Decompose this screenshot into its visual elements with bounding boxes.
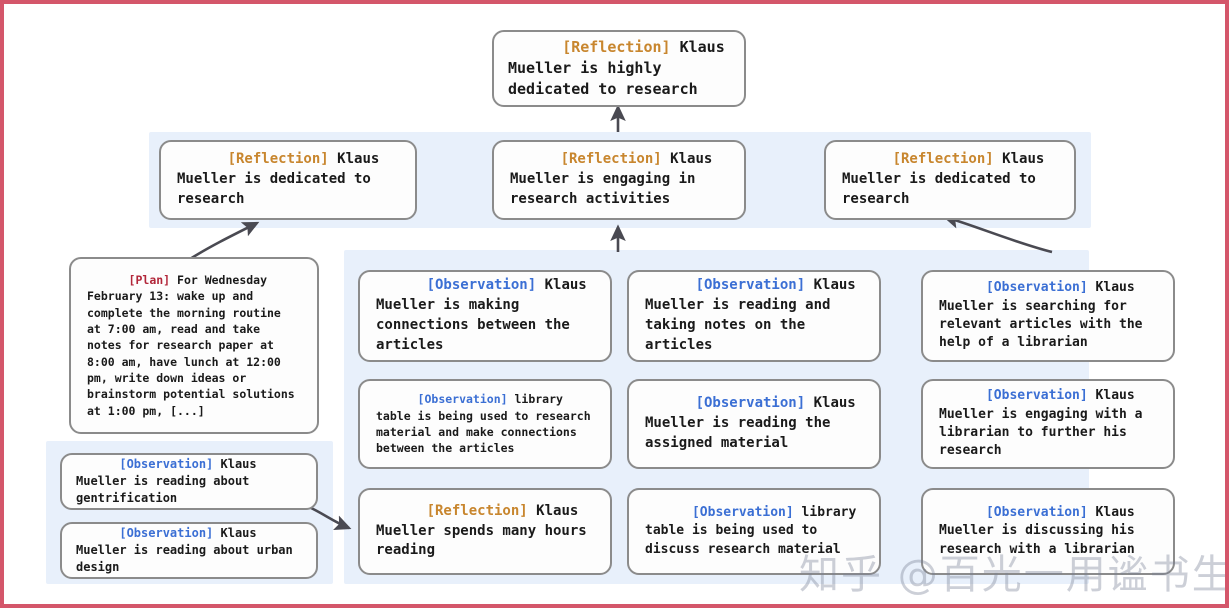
node-col1-reflection-hours-reading[interactable]: [Reflection] Klaus Mueller spends many h… <box>358 488 612 575</box>
tag-observation: [Observation] <box>695 395 806 412</box>
node-col3-observation-discussing-research[interactable]: [Observation] Klaus Mueller is discussin… <box>921 488 1175 575</box>
tag-observation: [Observation] <box>119 456 214 471</box>
node-col1-observation-library-table[interactable]: [Observation] library table is being use… <box>358 379 612 469</box>
tag-reflection: [Reflection] <box>426 502 528 519</box>
tag-reflection: [Reflection] <box>560 151 662 168</box>
node-col3-b-text: Klaus Mueller is engaging with a librari… <box>939 388 1151 459</box>
node-obs-gentrification-text: Klaus Mueller is reading about gentrific… <box>76 456 264 506</box>
tag-plan: [Plan] <box>128 273 171 288</box>
node-obs-urban-design-text: Klaus Mueller is reading about urban des… <box>76 525 300 575</box>
node-col3-a-text: Klaus Mueller is searching for relevant … <box>939 280 1151 351</box>
node-col1-a-text: Klaus Mueller is making connections betw… <box>376 277 596 353</box>
tag-observation: [Observation] <box>985 504 1088 520</box>
node-col2-observation-assigned-material[interactable]: [Observation] Klaus Mueller is reading t… <box>627 379 881 469</box>
node-reflection-mid-text: Klaus Mueller is engaging in research ac… <box>510 151 721 207</box>
node-reflection-right-text: Klaus Mueller is dedicated to research <box>842 151 1053 207</box>
tag-reflection: [Reflection] <box>562 37 671 56</box>
node-root-text: Klaus Mueller is highly dedicated to res… <box>508 37 734 99</box>
tag-observation: [Observation] <box>985 280 1088 296</box>
tag-observation: [Observation] <box>119 525 214 540</box>
tag-observation: [Observation] <box>691 504 794 520</box>
node-obs-gentrification[interactable]: [Observation] Klaus Mueller is reading a… <box>60 453 318 510</box>
tag-observation: [Observation] <box>426 277 537 294</box>
node-plan[interactable]: [Plan] For Wednesday February 13: wake u… <box>69 257 319 434</box>
node-col1-observation-connections[interactable]: [Observation] Klaus Mueller is making co… <box>358 270 612 362</box>
node-obs-urban-design[interactable]: [Observation] Klaus Mueller is reading a… <box>60 522 318 579</box>
node-col1-c-text: Klaus Mueller spends many hours reading <box>376 502 596 559</box>
node-col3-c-text: Klaus Mueller is discussing his research… <box>939 504 1143 557</box>
node-col2-a-text: Klaus Mueller is reading and taking note… <box>645 277 865 353</box>
node-col3-observation-searching-articles[interactable]: [Observation] Klaus Mueller is searching… <box>921 270 1175 362</box>
node-root-reflection[interactable]: [Reflection] Klaus Mueller is highly ded… <box>492 30 746 107</box>
node-reflection-right[interactable]: [Reflection] Klaus Mueller is dedicated … <box>824 140 1076 220</box>
node-reflection-mid[interactable]: [Reflection] Klaus Mueller is engaging i… <box>492 140 746 220</box>
node-col2-b-text: Klaus Mueller is reading the assigned ma… <box>645 395 865 451</box>
tag-reflection: [Reflection] <box>892 151 994 168</box>
tag-observation: [Observation] <box>985 388 1088 404</box>
node-col2-observation-discuss-material[interactable]: [Observation] library table is being use… <box>627 488 881 575</box>
tag-observation: [Observation] <box>417 392 508 407</box>
node-reflection-left[interactable]: [Reflection] Klaus Mueller is dedicated … <box>159 140 417 220</box>
node-col1-b-text: library table is being used to research … <box>376 392 598 456</box>
node-plan-text: For Wednesday February 13: wake up and c… <box>87 273 302 418</box>
arrow-plan-to-left-reflection <box>189 221 260 261</box>
tag-reflection: [Reflection] <box>227 151 329 168</box>
node-col2-c-text: library table is being used to discuss r… <box>645 504 865 557</box>
tag-observation: [Observation] <box>695 277 806 294</box>
node-reflection-left-text: Klaus Mueller is dedicated to research <box>177 151 388 207</box>
node-col2-observation-taking-notes[interactable]: [Observation] Klaus Mueller is reading a… <box>627 270 881 362</box>
node-col3-observation-engaging-librarian[interactable]: [Observation] Klaus Mueller is engaging … <box>921 379 1175 469</box>
